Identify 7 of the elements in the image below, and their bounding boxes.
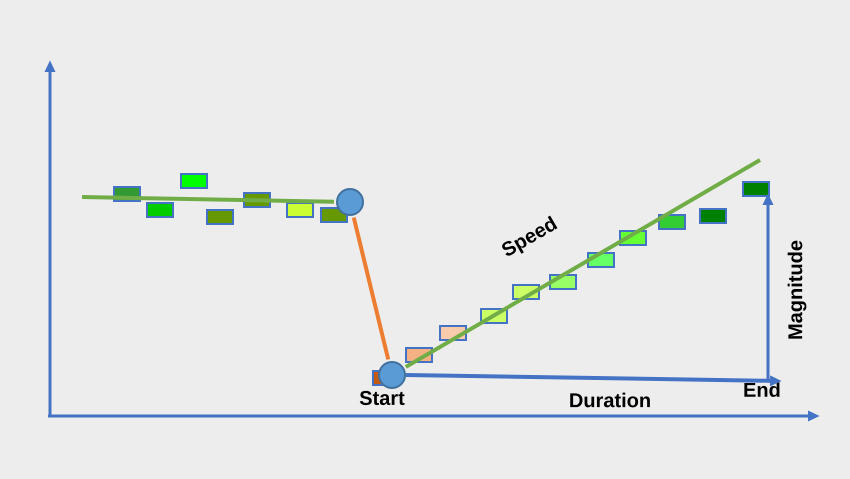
end-label: End (744, 382, 780, 397)
axis-label: Magnitude (788, 240, 806, 339)
line (404, 158, 762, 369)
point-label: Start (360, 390, 405, 406)
edge-label: Duration (570, 392, 650, 408)
line (82, 195, 334, 204)
line (352, 217, 390, 360)
